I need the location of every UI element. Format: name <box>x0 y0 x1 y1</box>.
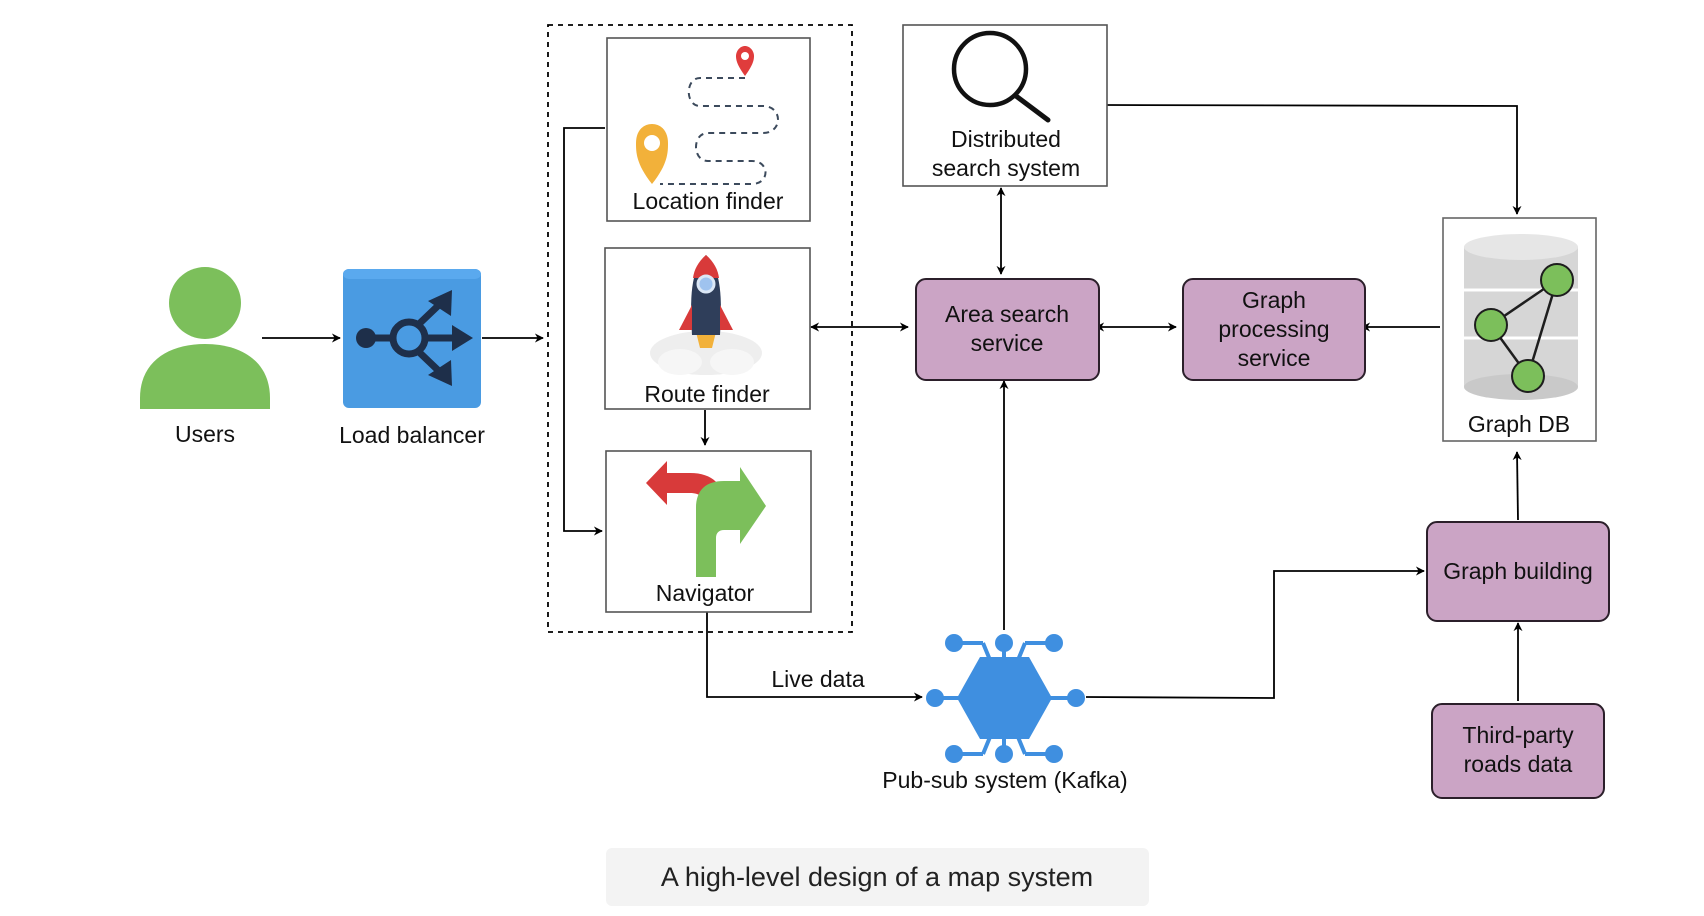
pubsub-label: Pub-sub system (Kafka) <box>882 767 1127 793</box>
load-balancer-node: Load balancer <box>339 269 485 448</box>
distributed-search-label-line1: Distributed <box>951 126 1061 152</box>
navigator-node: Navigator <box>605 450 812 613</box>
third-party-roads-data-node: Third-party roads data <box>1431 703 1605 799</box>
client-services-group <box>547 24 853 633</box>
area-search-label-line1: Area search <box>945 301 1069 327</box>
turn-arrows-icon <box>646 461 766 577</box>
third-party-label-line1: Third-party <box>1462 722 1574 748</box>
graph-db-node: Graph DB <box>1442 217 1597 442</box>
users-node: Users <box>140 267 270 447</box>
edge-graph-building-to-graphdb <box>1512 451 1522 521</box>
edge-navigator-to-kafka-live-data <box>706 611 923 702</box>
caption: A high-level design of a map system <box>606 848 1149 906</box>
navigator-label: Navigator <box>656 580 755 606</box>
map-route-pins-icon <box>636 46 779 185</box>
area-search-label-line2: service <box>971 330 1044 356</box>
load-balancer-label: Load balancer <box>339 422 485 448</box>
edge-kafka-to-graph-building <box>1085 566 1425 699</box>
graph-db-label: Graph DB <box>1468 411 1570 437</box>
graph-processing-label-line1: Graph <box>1242 287 1306 313</box>
route-finder-node: Route finder <box>604 247 811 410</box>
edge-location-to-navigator <box>563 127 605 536</box>
third-party-label-line2: roads data <box>1464 751 1573 777</box>
distributed-search-label-line2: search system <box>932 155 1080 181</box>
route-finder-label: Route finder <box>644 381 770 407</box>
edge-search-to-graphdb <box>1104 104 1522 215</box>
graph-processing-service-node: Graph processing service <box>1182 278 1366 381</box>
live-data-label: Live data <box>771 666 865 692</box>
kafka-hexagon-icon <box>926 634 1085 763</box>
caption-text: A high-level design of a map system <box>661 862 1093 892</box>
load-balancer-icon <box>343 269 481 408</box>
location-finder-label: Location finder <box>633 188 784 214</box>
graph-processing-label-line2: processing <box>1218 316 1329 342</box>
connectors <box>262 104 1523 702</box>
rocket-icon <box>650 255 762 375</box>
graph-building-label: Graph building <box>1443 558 1593 584</box>
graph-processing-label-line3: service <box>1238 345 1311 371</box>
user-icon <box>140 267 270 409</box>
graph-database-icon <box>1464 234 1578 400</box>
graph-building-node: Graph building <box>1426 521 1610 622</box>
distributed-search-node: Distributed search system <box>902 24 1108 187</box>
magnifier-icon <box>951 30 1051 123</box>
users-label: Users <box>175 421 235 447</box>
location-finder-node: Location finder <box>606 37 811 222</box>
area-search-service-node: Area search service <box>915 278 1100 381</box>
pubsub-node: Pub-sub system (Kafka) <box>882 634 1128 793</box>
